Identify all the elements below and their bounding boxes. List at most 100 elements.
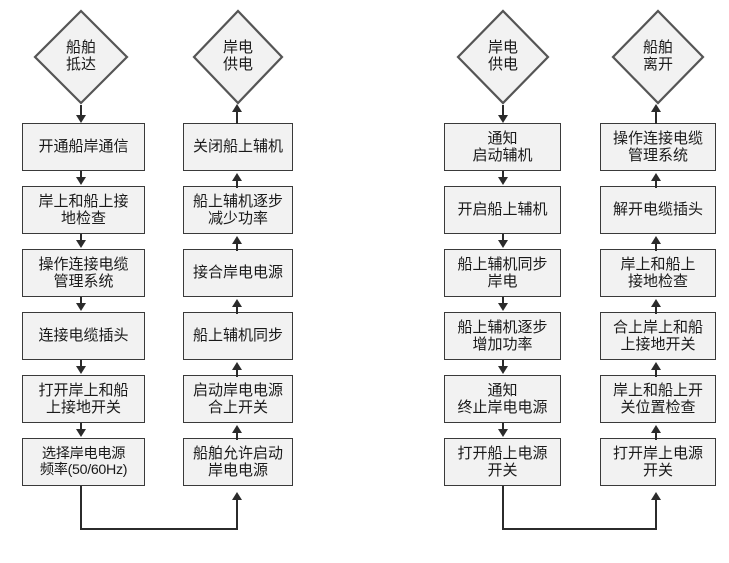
connector-c1-s2-to-s3	[80, 234, 82, 243]
arrowhead-down	[76, 366, 86, 374]
connector-c2-s4-to-s3	[236, 306, 238, 314]
terminator-shore-power-supply-2: 岸电 供电	[456, 9, 550, 105]
step-c4-1: 操作连接电缆 管理系统	[600, 123, 716, 171]
connector-c1-t-to-s1	[80, 105, 82, 117]
connector-c1-s5-to-s6	[80, 423, 82, 432]
step-c2-4: 船上辅机同步	[183, 312, 293, 360]
step-c3-6: 打开船上电源 开关	[444, 438, 561, 486]
step-label: 船上辅机同步 岸电	[457, 255, 548, 290]
arrowhead-down	[498, 429, 508, 437]
step-c3-3: 船上辅机同步 岸电	[444, 249, 561, 297]
step-label: 通知 启动辅机	[472, 129, 533, 164]
connector-c2-entry-vertical	[236, 498, 238, 530]
connector-c3-s1-to-s2	[502, 171, 504, 180]
diamond-shape-icon	[611, 9, 705, 105]
connector-c1-s3-to-s4	[80, 297, 82, 306]
arrowhead-up	[651, 299, 661, 307]
step-c4-2: 解开电缆插头	[600, 186, 716, 234]
connector-c4-s5-to-s4	[655, 369, 657, 377]
connector-c3-s4-to-s5	[502, 360, 504, 369]
terminator-label: 岸电 供电	[222, 39, 253, 73]
step-c1-6: 选择岸电电源 频率(50/60Hz)	[22, 438, 145, 486]
terminator-label: 船舶 离开	[642, 39, 673, 73]
step-label: 船舶允许启动 岸电电源	[192, 444, 283, 479]
step-c2-3: 接合岸电电源	[183, 249, 293, 297]
step-label: 连接电缆插头	[38, 327, 129, 345]
arrowhead-up	[232, 173, 242, 181]
step-c1-5: 打开岸上和船 上接地开关	[22, 375, 145, 423]
step-label: 启动岸电电源 合上开关	[192, 381, 283, 416]
terminator-shore-power-supply-1: 岸电 供电	[192, 9, 284, 105]
step-label: 合上岸上和船 上接地开关	[612, 318, 703, 353]
connector-c3-s3-to-s4	[502, 297, 504, 306]
step-label: 船上辅机同步	[192, 327, 283, 345]
connector-c2-s3-to-s2	[236, 243, 238, 251]
step-label: 关闭船上辅机	[192, 138, 283, 156]
arrowhead-up	[651, 425, 661, 433]
connector-c4-entry-vertical	[655, 498, 657, 530]
step-c4-6: 打开岸上电源 开关	[600, 438, 716, 486]
diamond-shape-icon	[192, 9, 284, 105]
diamond-shape-icon	[456, 9, 550, 105]
arrowhead-up	[232, 104, 242, 112]
arrowhead-down	[76, 177, 86, 185]
step-c3-5: 通知 终止岸电电源	[444, 375, 561, 423]
connector-c1-s4-to-s5	[80, 360, 82, 369]
connector-c4-s1-to-terminator	[655, 112, 657, 124]
connector-c2-s5-to-s4	[236, 369, 238, 377]
arrowhead-up	[232, 492, 242, 500]
step-c1-4: 连接电缆插头	[22, 312, 145, 360]
step-label: 打开岸上和船 上接地开关	[38, 381, 129, 416]
step-c3-4: 船上辅机逐步 增加功率	[444, 312, 561, 360]
arrowhead-up	[232, 236, 242, 244]
arrowhead-up	[651, 492, 661, 500]
arrowhead-up	[651, 104, 661, 112]
step-label: 选择岸电电源 频率(50/60Hz)	[39, 445, 128, 478]
connector-c3-to-c4-horizontal	[502, 528, 657, 530]
step-label: 开通船岸通信	[38, 138, 129, 156]
arrowhead-up	[651, 173, 661, 181]
arrowhead-down	[76, 429, 86, 437]
connector-c4-s2-to-s1	[655, 180, 657, 188]
step-label: 打开船上电源 开关	[457, 444, 548, 479]
arrowhead-down	[498, 115, 508, 123]
connector-c3-s2-to-s3	[502, 234, 504, 243]
step-label: 开启船上辅机	[457, 201, 548, 219]
step-label: 解开电缆插头	[612, 201, 703, 219]
arrowhead-down	[498, 177, 508, 185]
connector-c1-to-c2-vertical	[80, 486, 82, 530]
arrowhead-up	[651, 236, 661, 244]
terminator-ship-departure: 船舶 离开	[611, 9, 705, 105]
step-c1-1: 开通船岸通信	[22, 123, 145, 171]
arrowhead-down	[498, 303, 508, 311]
connector-c2-s6-to-s5	[236, 432, 238, 440]
connector-c3-s5-to-s6	[502, 423, 504, 432]
arrowhead-up	[232, 425, 242, 433]
connector-c2-s2-to-s1	[236, 180, 238, 188]
arrowhead-down	[76, 240, 86, 248]
arrowhead-up	[232, 362, 242, 370]
arrowhead-down	[76, 115, 86, 123]
terminator-label: 船舶 抵达	[65, 39, 96, 73]
connector-c4-s4-to-s3	[655, 306, 657, 314]
step-label: 船上辅机逐步 减少功率	[192, 192, 283, 227]
step-c3-1: 通知 启动辅机	[444, 123, 561, 171]
step-label: 岸上和船上 接地检查	[620, 255, 696, 290]
step-c2-1: 关闭船上辅机	[183, 123, 293, 171]
step-label: 操作连接电缆 管理系统	[612, 129, 703, 164]
step-label: 船上辅机逐步 增加功率	[457, 318, 548, 353]
terminator-ship-arrival: 船舶 抵达	[33, 9, 129, 105]
step-c1-2: 岸上和船上接 地检查	[22, 186, 145, 234]
step-c4-5: 岸上和船上开 关位置检查	[600, 375, 716, 423]
step-c2-6: 船舶允许启动 岸电电源	[183, 438, 293, 486]
connector-c1-s1-to-s2	[80, 171, 82, 180]
step-label: 通知 终止岸电电源	[457, 381, 548, 416]
connector-c3-t-to-s1	[502, 105, 504, 117]
step-label: 打开岸上电源 开关	[612, 444, 703, 479]
connector-c2-s1-to-terminator	[236, 112, 238, 124]
step-c3-2: 开启船上辅机	[444, 186, 561, 234]
terminator-label: 岸电 供电	[487, 39, 518, 73]
connector-c4-s3-to-s2	[655, 243, 657, 251]
connector-c3-to-c4-vertical	[502, 486, 504, 530]
